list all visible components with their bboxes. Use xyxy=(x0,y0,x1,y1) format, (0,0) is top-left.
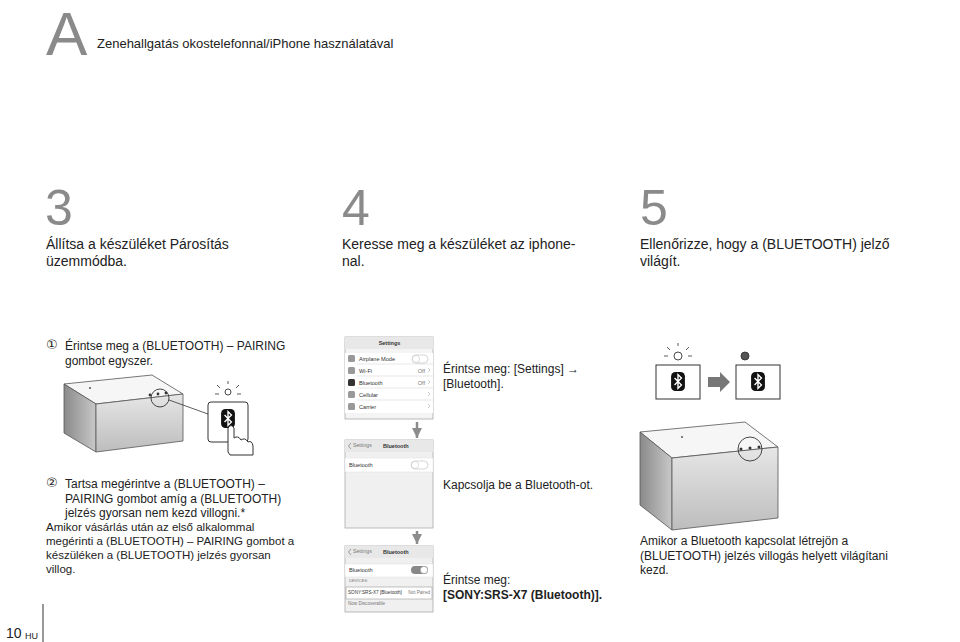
callout-number: ② xyxy=(46,475,58,491)
device-name: [SONY:SRS-X7 (Bluetooth)]. xyxy=(443,588,633,603)
screen-text: Now Discoverable xyxy=(348,601,385,606)
page-number: 10 xyxy=(6,625,22,642)
page-title: Zenehallgatás okostelefonnal/iPhone hasz… xyxy=(97,36,393,52)
screen-text: Wi-Fi xyxy=(359,368,372,374)
screen-text: Off xyxy=(418,368,425,374)
instruction: Érintse meg: xyxy=(443,573,623,588)
phone-screen-box: SettingsBluetoothBluetoothDEVICESSONY:SR… xyxy=(345,546,433,612)
phone-screen-box: SettingsBluetoothBluetooth xyxy=(345,440,433,528)
screen-text: Settings xyxy=(353,549,372,555)
step-heading: Ellenőrizze, hogy a (BLUETOOTH) jelző vi… xyxy=(640,236,900,270)
flow-arrow xyxy=(416,531,419,544)
instruction: Érintse meg a (BLUETOOTH) – PAIRING gomb… xyxy=(65,339,295,368)
screen-text: Carrier xyxy=(359,404,376,410)
speaker-illustration xyxy=(64,375,208,452)
indicator-icons xyxy=(656,343,780,399)
screen-text: Cellular xyxy=(359,392,378,398)
screen-text: Bluetooth xyxy=(383,549,409,555)
screen-text: Bluetooth xyxy=(359,380,383,386)
screen-text: Bluetooth xyxy=(349,462,373,468)
step-number: 5 xyxy=(640,178,668,239)
screen-text: Airplane Mode xyxy=(359,356,395,362)
screen-text: Bluetooth xyxy=(383,443,409,449)
phone-screen-box: SettingsAirplane ModeWi-FiOffBluetoothOf… xyxy=(345,337,434,419)
step-number: 3 xyxy=(45,178,73,239)
screen-text: Not Paired xyxy=(408,590,430,595)
screen-text: DEVICES xyxy=(349,579,367,584)
language-code: HU xyxy=(25,631,38,642)
instruction: Kapcsolja be a Bluetooth-ot. xyxy=(443,478,623,493)
callout-number: ① xyxy=(46,337,58,353)
step-number: 4 xyxy=(342,178,370,239)
screen-text: Settings xyxy=(345,340,434,346)
screen-text: Bluetooth xyxy=(349,567,373,573)
section-letter: A xyxy=(46,0,87,72)
instruction: Tartsa megérintve a (BLUETOOTH) – PAIRIN… xyxy=(65,477,305,521)
note: Amikor vásárlás után az első alkalommal … xyxy=(46,520,301,576)
step-heading: Keresse meg a készüléket az iphone-nal. xyxy=(342,236,597,270)
step-heading: Állítsa a készüléket Párosítás üzemmódba… xyxy=(46,236,261,270)
screen-text: Settings xyxy=(353,443,372,449)
phone-screen xyxy=(345,337,433,419)
note: Amikor a Bluetooth kapcsolat létrejön a … xyxy=(640,534,915,578)
speaker-illustration xyxy=(640,422,778,530)
flow-arrow xyxy=(416,422,419,438)
instruction: Érintse meg: [Settings] → [Bluetooth]. xyxy=(443,362,603,391)
screen-text: Off xyxy=(418,380,425,386)
phone-screen xyxy=(345,546,433,612)
phone-screen xyxy=(345,440,433,528)
screen-text: SONY:SRS-X7 [Bluetooth] xyxy=(348,590,402,595)
pairing-button-closeup xyxy=(208,381,253,455)
